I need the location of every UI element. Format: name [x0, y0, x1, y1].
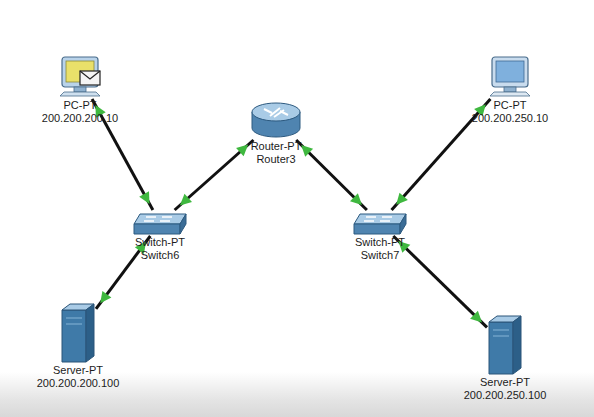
link-light: [100, 291, 111, 303]
device-model: Switch-PT: [135, 236, 185, 249]
pc-node: PC-PT200.200.250.10: [460, 55, 560, 125]
server-node: Server-PT200.200.200.100: [28, 302, 128, 390]
server-icon: [60, 302, 96, 364]
router-node: Router-PTRouter3: [236, 100, 316, 166]
device-graphic: [250, 100, 302, 140]
device-model: Server-PT: [53, 364, 103, 377]
switch-icon: [352, 210, 408, 236]
link-light: [470, 311, 482, 323]
link-light: [350, 193, 362, 205]
device-graphic: [487, 314, 523, 376]
device-graphic: [56, 55, 104, 99]
device-graphic: [132, 210, 188, 236]
device-model: Router-PT: [251, 140, 302, 153]
device-label: Router3: [256, 153, 295, 166]
server-node: Server-PT200.200.250.100: [455, 314, 555, 402]
switch-node: Switch-PTSwitch7: [340, 210, 420, 262]
link-light: [301, 145, 313, 157]
link-light: [396, 193, 408, 205]
pc-icon: [56, 55, 104, 99]
device-label: Switch6: [141, 249, 180, 262]
ethernet-link: [175, 140, 254, 210]
server-icon: [487, 314, 523, 376]
device-label: 200.200.200.10: [42, 112, 118, 125]
switch-node: Switch-PTSwitch6: [120, 210, 200, 262]
pc-node: PC-PT200.200.200.10: [30, 55, 130, 125]
link-light: [236, 145, 248, 157]
device-graphic: [352, 210, 408, 236]
device-graphic: [486, 55, 534, 99]
link-light: [180, 194, 192, 206]
device-label: 200.200.250.10: [472, 112, 548, 125]
ethernet-link: [296, 140, 367, 210]
device-label: 200.200.200.100: [37, 377, 120, 390]
device-model: PC-PT: [494, 99, 527, 112]
ethernet-link: [393, 236, 487, 327]
device-label: Switch7: [361, 249, 400, 262]
device-model: PC-PT: [64, 99, 97, 112]
device-model: Server-PT: [480, 376, 530, 389]
link-light: [139, 191, 149, 204]
device-graphic: [60, 302, 96, 364]
switch-icon: [132, 210, 188, 236]
pc-icon: [486, 55, 534, 99]
router-icon: [250, 100, 302, 140]
device-label: 200.200.250.100: [464, 389, 547, 402]
device-model: Switch-PT: [355, 236, 405, 249]
